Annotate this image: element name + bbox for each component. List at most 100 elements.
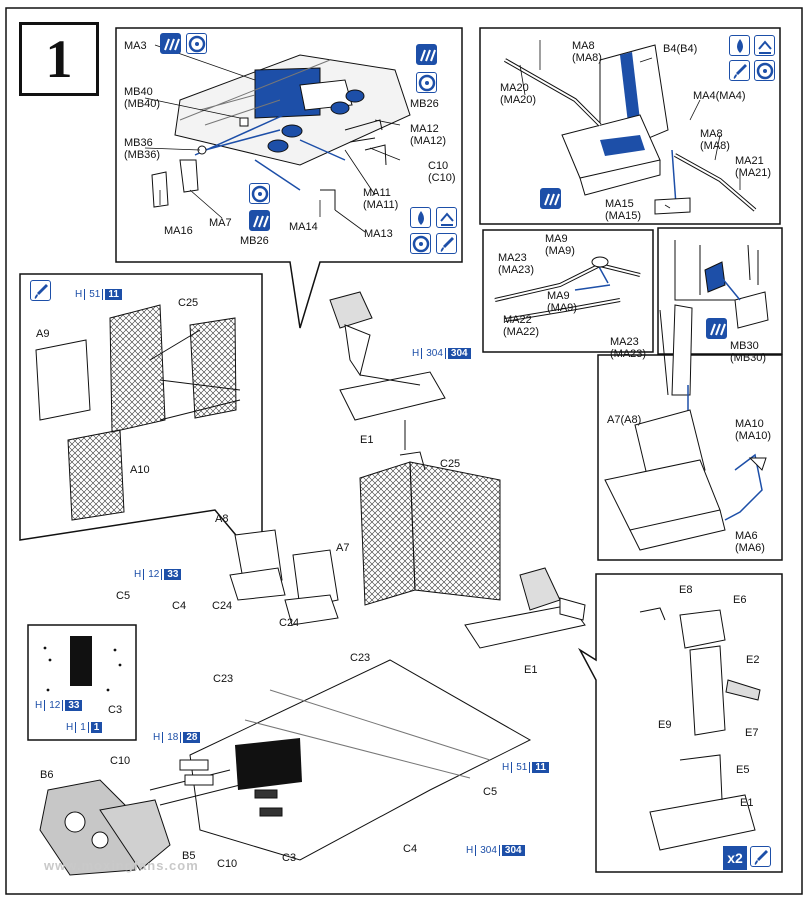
paint-code-alt: 33: [65, 699, 83, 711]
label-ma12-part: MA12: [410, 123, 439, 135]
paint-code: 12: [146, 568, 163, 580]
label-e6: E6: [733, 594, 747, 606]
label-ma6-part: MA6: [735, 530, 758, 542]
label-c4-top: C4: [172, 600, 187, 612]
label-ma20-part: MA20: [500, 82, 529, 94]
paint-icon: [436, 233, 457, 254]
paint-icon: [30, 280, 51, 301]
label-a9: A9: [36, 328, 50, 340]
label-ma4: MA4(MA4): [693, 90, 746, 102]
label-ma11-alt: (MA11): [363, 199, 399, 211]
seat-a7-assembly: [597, 304, 783, 561]
label-ma6-alt: (MA6): [735, 542, 765, 554]
label-ma22-alt: (MA22): [503, 326, 540, 338]
label-ma7: MA7: [209, 217, 232, 229]
label-ma12: MA12(MA12): [410, 123, 446, 147]
callout-decal-c3: [27, 624, 137, 741]
paint-code-alt: 304: [501, 844, 525, 856]
label-e9: E9: [658, 719, 672, 731]
label-mb30-alt: (MB30): [730, 352, 767, 364]
label-c25-left: C25: [178, 297, 199, 309]
label-b4: B4(B4): [663, 43, 698, 55]
label-ma3: MA3: [124, 40, 147, 52]
label-ma15-part: MA15: [605, 198, 634, 210]
label-c23-a: C23: [350, 652, 371, 664]
label-e1-top: E1: [360, 434, 374, 446]
grille-icon: [540, 188, 561, 209]
paint-code: 51: [87, 288, 104, 300]
paint-code: 18: [165, 731, 182, 743]
option-icon: [436, 207, 457, 228]
label-c10-top: C10(C10): [428, 160, 456, 184]
label-ma9-part: MA9: [547, 290, 570, 302]
label-mb40: MB40(MB40): [124, 86, 160, 110]
label-ma23-alt: (MA23): [498, 264, 535, 276]
label-e1-mid: E1: [524, 664, 538, 676]
paint-icon: [729, 60, 750, 81]
label-ma8-a: MA8(MA8): [572, 40, 602, 64]
label-mb36-alt: (MB36): [124, 149, 161, 161]
grille-icon: [416, 44, 437, 65]
label-ma22: MA22(MA22): [503, 314, 539, 338]
paint-h: H: [500, 761, 513, 773]
paint-code-alt: 28: [183, 731, 201, 743]
label-ma22-part: MA22: [503, 314, 532, 326]
paint-code: 1: [78, 721, 89, 733]
label-ma23-b: MA23(MA23): [610, 336, 646, 360]
paint-code-alt: 1: [90, 721, 103, 733]
paint-icon: [750, 846, 771, 867]
label-c10-b: C10: [217, 858, 238, 870]
seats-a7-a8: [229, 529, 339, 626]
step-number: 1: [19, 22, 99, 96]
label-a8: A8: [215, 513, 229, 525]
label-ma21: MA21(MA21): [735, 155, 771, 179]
gear-icon: [416, 72, 437, 93]
paint-h: H: [464, 844, 477, 856]
label-ma15: MA15(MA15): [605, 198, 641, 222]
label-c10-part: C10: [428, 160, 449, 172]
label-c24-a: C24: [212, 600, 233, 612]
paint-h: H: [132, 568, 145, 580]
floor-plate-c3: [149, 659, 532, 861]
label-ma9-alt: (MA9): [547, 302, 577, 314]
callout-belts: [482, 229, 654, 353]
label-a7: A7: [336, 542, 350, 554]
paint-code: 304: [478, 844, 500, 856]
label-mb40-alt: (MB40): [124, 98, 161, 110]
paint-code: 304: [424, 347, 446, 359]
label-ma10-alt: (MA10): [735, 430, 772, 442]
label-ma10: MA10(MA10): [735, 418, 771, 442]
label-e1-right: E1: [740, 797, 754, 809]
callout-top-middle: [115, 27, 463, 329]
label-ma20: MA20(MA20): [500, 82, 536, 106]
label-ma21-alt: (MA21): [735, 167, 772, 179]
leader-lines: [144, 40, 741, 233]
label-mb40-part: MB40: [124, 86, 153, 98]
label-c24-b: C24: [279, 617, 300, 629]
label-b5: B5: [182, 850, 196, 862]
paint-h: H: [73, 288, 86, 300]
label-ma10-part: MA10: [735, 418, 764, 430]
paint-h: H: [33, 699, 46, 711]
callout-top-right: [479, 27, 781, 225]
label-ma23-alt: (MA23): [610, 348, 647, 360]
label-ma9-part: MA9: [545, 233, 568, 245]
label-c23-b: C23: [213, 673, 234, 685]
label-ma9-alt: (MA9): [545, 245, 575, 257]
label-c10-a: C10: [110, 755, 131, 767]
watermark: www.moxingfans.com: [44, 858, 199, 873]
mesh-c25-center: [359, 451, 501, 606]
label-ma9-a: MA9(MA9): [545, 233, 575, 257]
label-ma9-b: MA9(MA9): [547, 290, 577, 314]
option-icon: [754, 35, 775, 56]
gear-icon: [249, 183, 270, 204]
paint-h: H: [151, 731, 164, 743]
label-ma8-alt: (MA8): [700, 140, 730, 152]
label-mb36: MB36(MB36): [124, 137, 160, 161]
label-c25-mid: C25: [440, 458, 461, 470]
label-ma20-alt: (MA20): [500, 94, 537, 106]
cement-icon: [729, 35, 750, 56]
